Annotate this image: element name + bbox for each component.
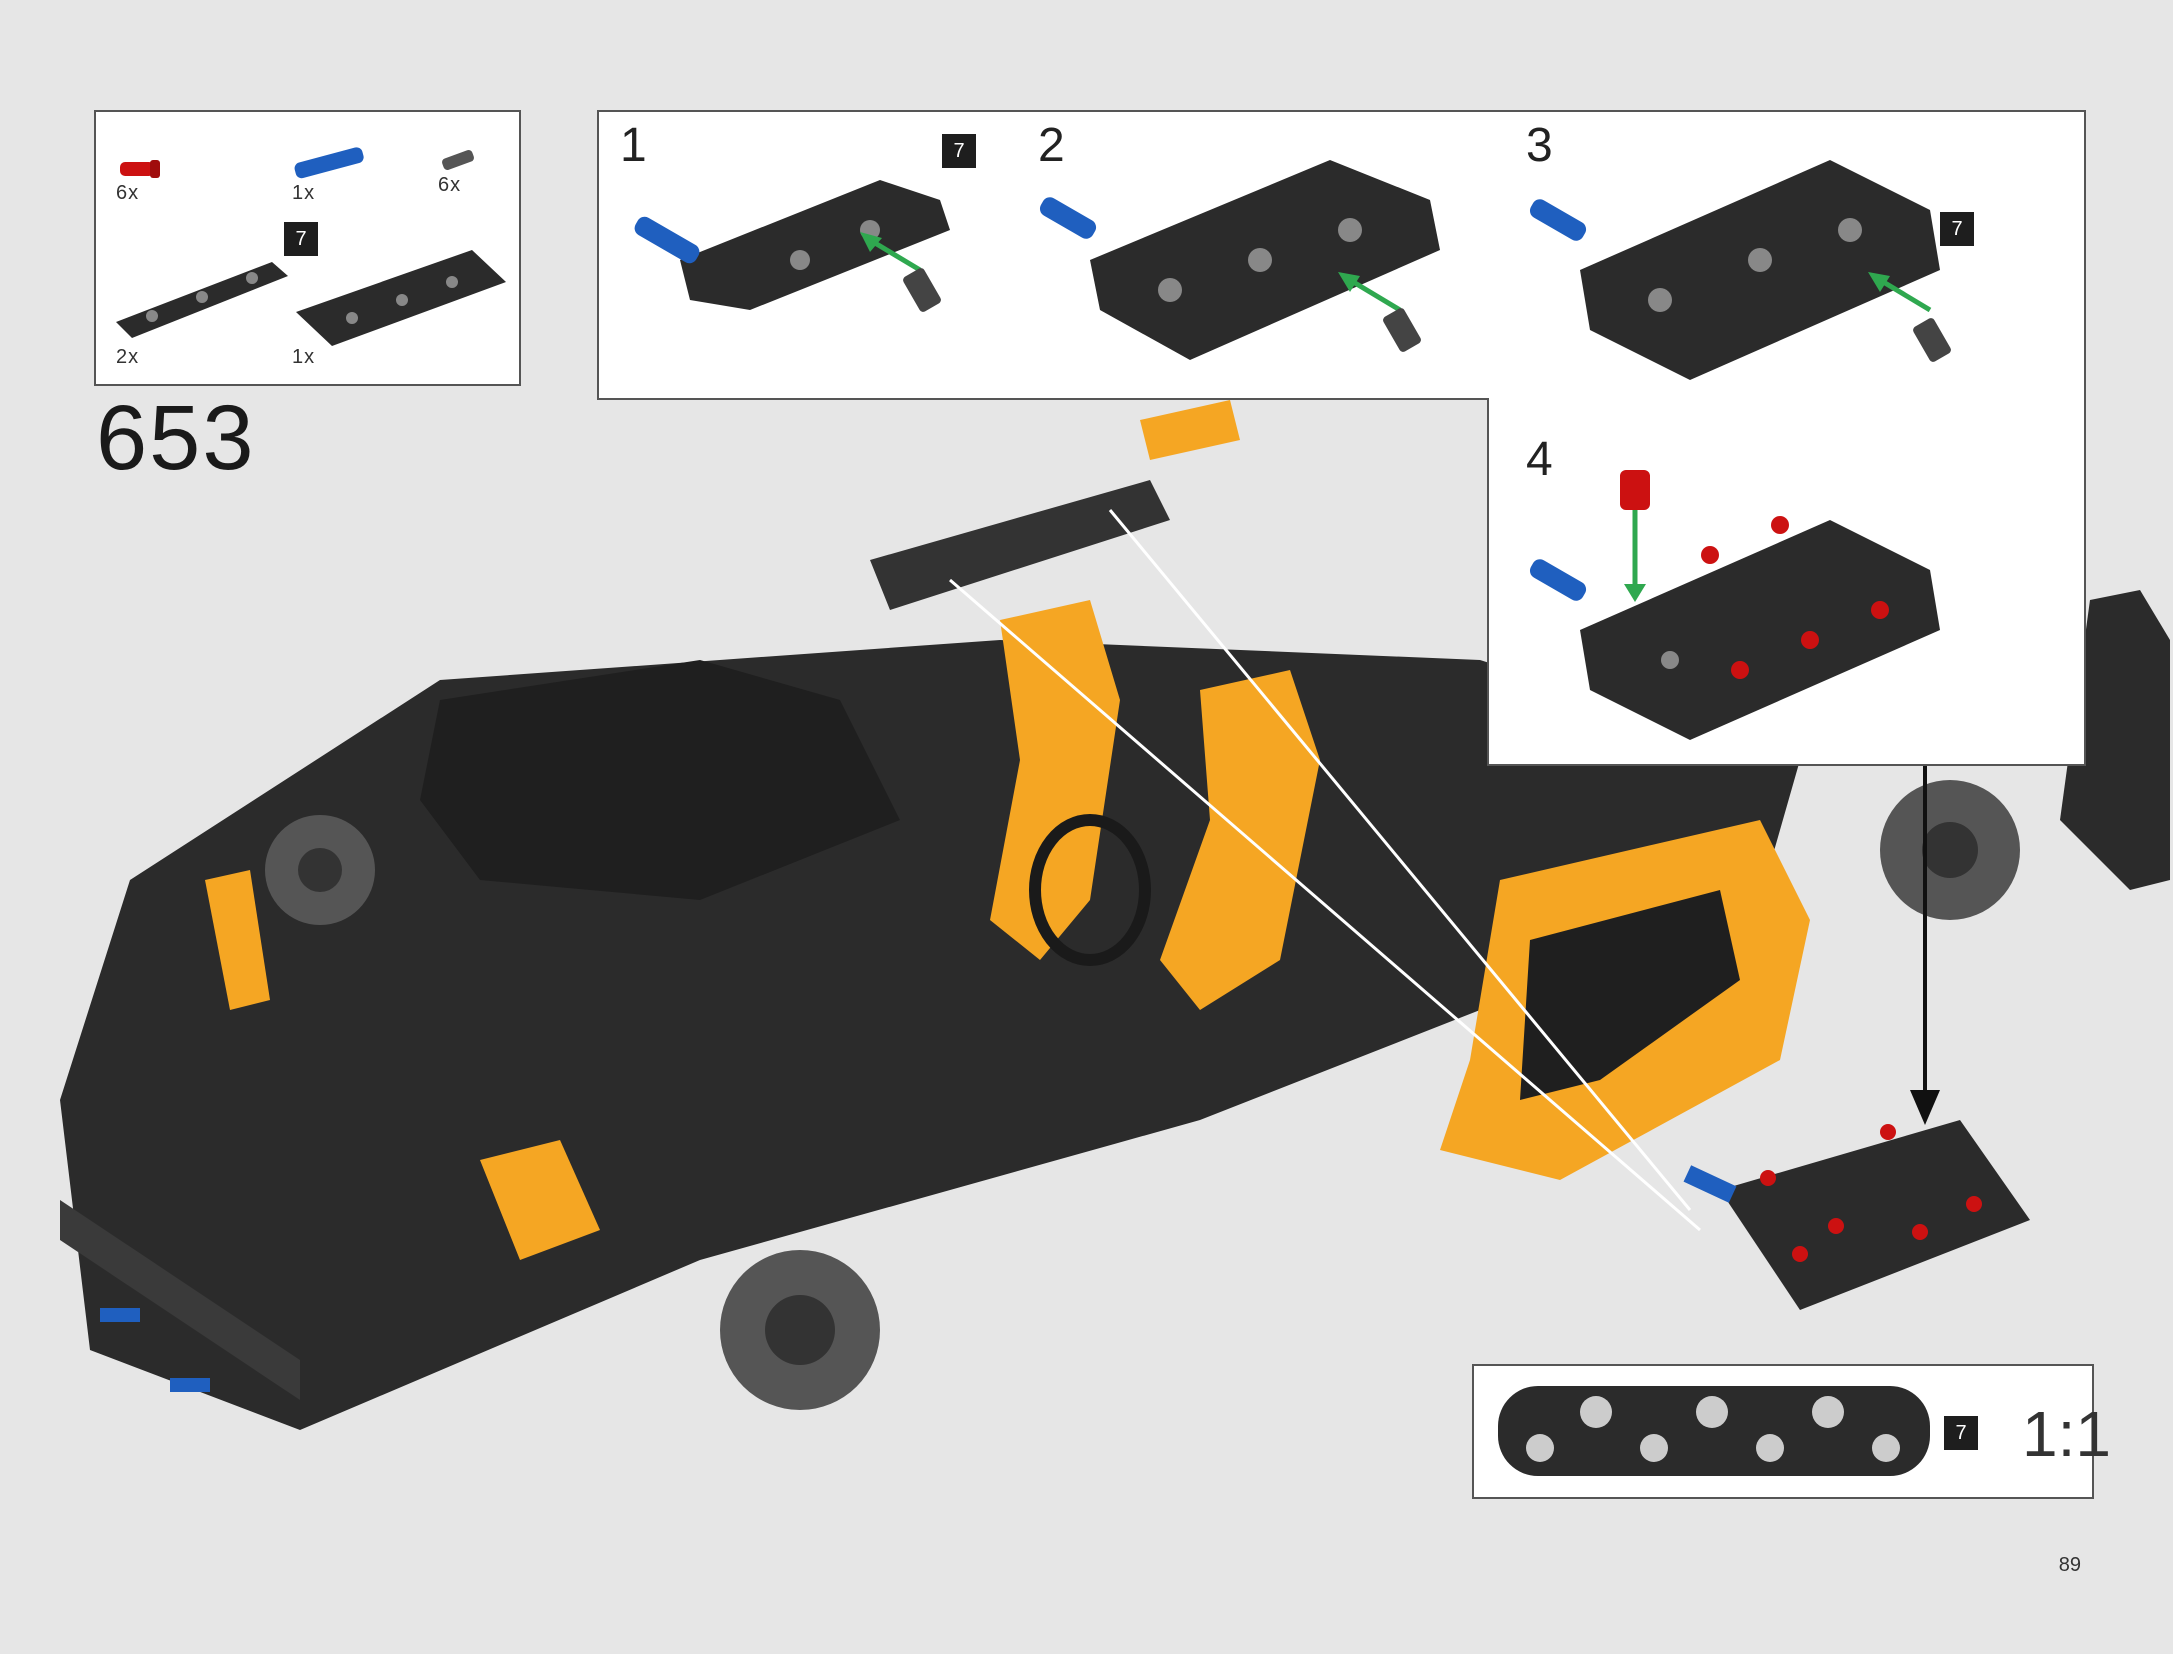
placed-red-pin (1792, 1246, 1808, 1262)
placed-red-pin (1966, 1196, 1982, 1212)
substep-number: 4 (1526, 433, 1553, 486)
parts-list-box: 6x 1x 6x 7 2x 1x (94, 110, 521, 386)
scale-label: 1:1 (2022, 1398, 2111, 1470)
panel-7-icon (296, 250, 506, 346)
substep-number: 2 (1038, 119, 1065, 172)
guide-line (949, 578, 1701, 1232)
mid-orange-bracket (480, 1140, 600, 1260)
substep-number: 1 (620, 119, 647, 172)
wheel-front-left-hub (765, 1295, 835, 1365)
top-orange-part (1140, 400, 1240, 460)
placed-red-pin (1912, 1224, 1928, 1240)
red-pin-icon (120, 160, 160, 178)
page-number: 89 (2058, 1554, 2081, 1576)
placed-red-pin (1828, 1218, 1844, 1234)
model-blue-pin (170, 1378, 210, 1392)
placed-red-pin (1880, 1124, 1896, 1140)
scale-reference-box: 7 1:1 (1472, 1364, 2111, 1499)
rear-frame (420, 660, 900, 900)
front-beam (60, 1200, 300, 1400)
wheel-rear-left-hub (298, 848, 342, 892)
placed-subassembly (1720, 1120, 2030, 1310)
wheel-front-right-hub (1922, 822, 1978, 878)
substep-1-illustration (634, 180, 950, 312)
placed-blue-axle (1683, 1165, 1737, 1203)
seat-left (990, 600, 1120, 960)
beam-7-icon (116, 262, 288, 338)
substep-3-illustration (1529, 160, 1951, 380)
placement-arrow-head (1910, 1090, 1940, 1125)
right-fender (2060, 590, 2170, 890)
part-qty: 1x (292, 346, 316, 368)
substep-length-badge: 7 (942, 134, 976, 168)
part-qty: 6x (116, 182, 140, 204)
scale-length-badge: 7 (1944, 1416, 1978, 1450)
front-orange-bracket (205, 870, 270, 1010)
gray-pin-icon (442, 150, 474, 170)
guide-line (1108, 509, 1692, 1211)
substep-4-illustration (1529, 470, 1940, 740)
part-length-badge: 7 (284, 222, 318, 256)
substep-2-illustration (1039, 160, 1440, 360)
model-blue-pin (100, 1308, 140, 1322)
steering-wheel (1029, 814, 1151, 966)
part-qty: 1x (292, 182, 316, 204)
top-beam (870, 480, 1170, 610)
blue-axle-pin-icon (294, 147, 364, 179)
part-qty: 2x (116, 346, 140, 368)
step-number: 653 (96, 387, 256, 489)
placed-red-pin (1760, 1170, 1776, 1186)
beam-7-scale-icon (1498, 1386, 1930, 1476)
part-qty: 6x (438, 174, 462, 196)
substep-length-badge: 7 (1940, 212, 1974, 246)
substep-number: 3 (1526, 119, 1553, 172)
seat-right (1160, 670, 1320, 1010)
side-panel-black (1520, 890, 1740, 1100)
